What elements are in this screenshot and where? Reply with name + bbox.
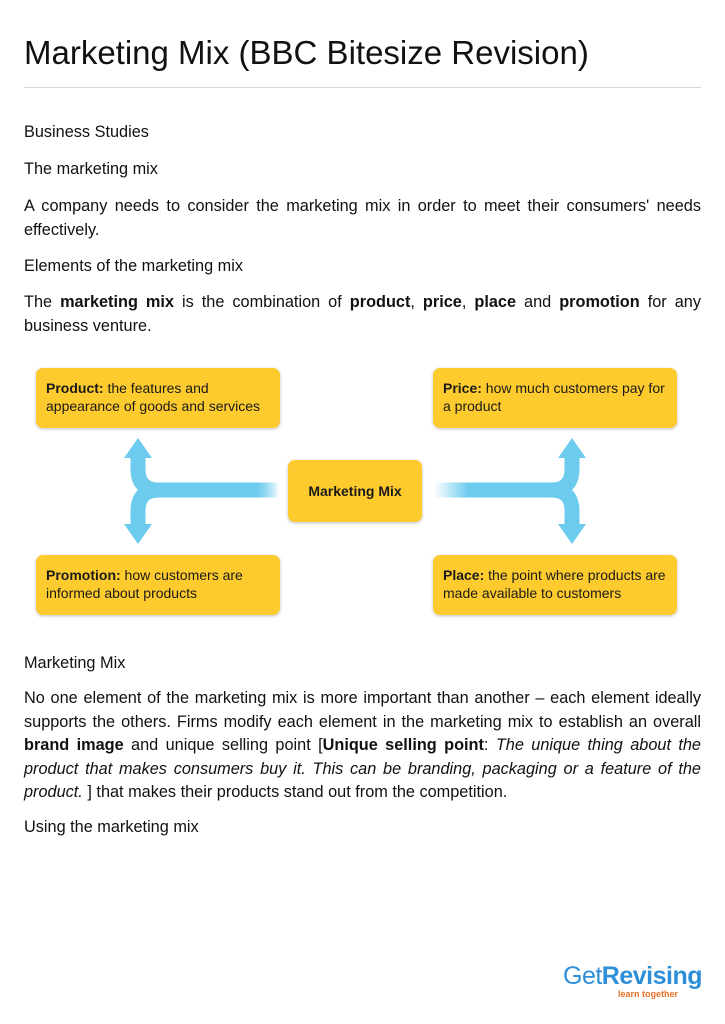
term-marketing-mix: marketing mix [60,293,174,311]
left-arrow-down-stem [130,482,160,526]
right-down-arrowhead [558,524,586,544]
usp-definition: The unique thing about the product that … [24,736,701,801]
marketing-mix-center-box: Marketing Mix [288,460,422,522]
subject-label: Business Studies [24,123,149,141]
right-arrow-down-stem [550,482,580,526]
definition-paragraph: The marketing mix is the combination of … [24,293,701,335]
price-box: Price: how much customers pay for a prod… [433,368,677,428]
term-place: place [474,293,517,311]
intro-paragraph: A company needs to consider the marketin… [24,197,701,239]
section-heading-mix: Marketing Mix [24,654,126,672]
term-price: price [422,293,462,311]
section-heading-elements: Elements of the marketing mix [24,257,243,275]
getrevising-logo: GetRevising learn together [563,962,703,999]
right-up-arrowhead [558,438,586,458]
importance-paragraph: No one element of the marketing mix is m… [24,689,701,801]
term-unique-selling-point: Unique selling point [322,736,484,754]
term-brand-image: brand image [24,736,124,754]
title-divider [24,87,701,88]
product-box: Product: the features and appearance of … [36,368,280,428]
section-heading-marketing-mix: The marketing mix [24,160,158,178]
left-down-arrowhead [124,524,152,544]
place-box: Place: the point where products are made… [433,555,677,615]
diagram-arrows [124,438,586,544]
term-product: product [349,293,411,311]
page-title: Marketing Mix (BBC Bitesize Revision) [24,34,589,71]
marketing-mix-diagram: Product: the features and appearance of … [24,362,701,620]
left-up-arrowhead [124,438,152,458]
section-heading-using: Using the marketing mix [24,818,199,836]
promotion-box: Promotion: how customers are informed ab… [36,555,280,615]
term-promotion: promotion [559,293,640,311]
